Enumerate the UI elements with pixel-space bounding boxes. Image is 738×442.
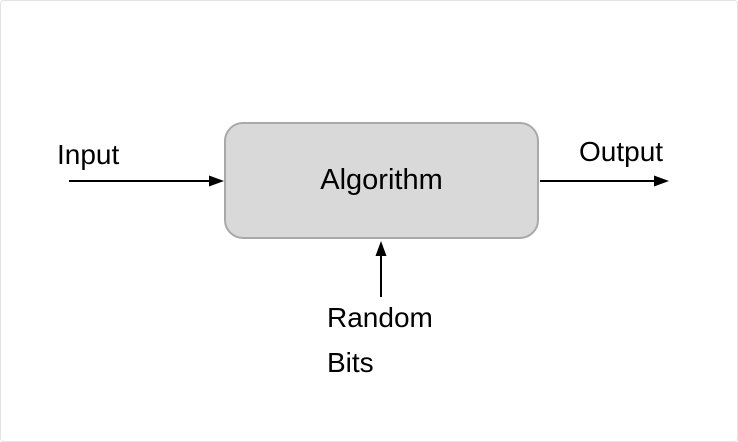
input-arrowhead-icon	[209, 175, 224, 187]
input-arrow	[69, 175, 224, 187]
output-arrowhead-icon	[654, 175, 669, 187]
algorithm-node: Algorithm	[224, 122, 539, 239]
random-bits-arrow	[375, 241, 387, 297]
algorithm-node-label: Algorithm	[320, 164, 443, 196]
random-bits-label-line2: Bits	[327, 347, 374, 378]
output-arrow	[540, 175, 669, 187]
random-bits-arrowhead-icon	[375, 241, 387, 256]
output-label: Output	[579, 136, 664, 167]
random-bits-label-line1: Random	[327, 302, 433, 333]
input-label: Input	[57, 139, 120, 170]
